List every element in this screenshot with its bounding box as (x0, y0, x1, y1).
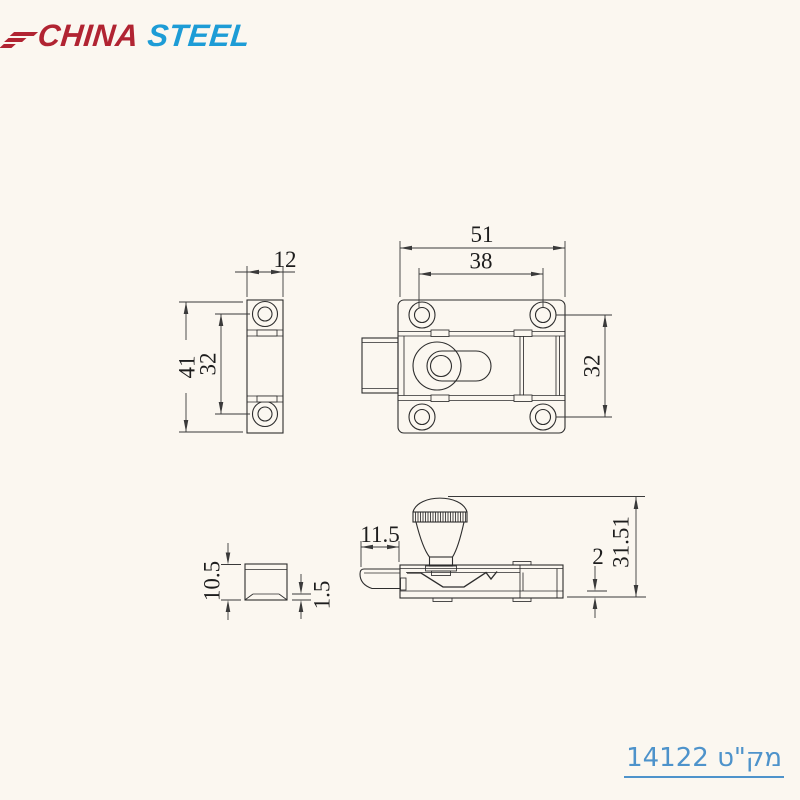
knurling (415, 512, 466, 522)
knob-top-circle (412, 341, 462, 391)
dim-label-bracket-height: 41 (175, 356, 200, 379)
front-view-profile (359, 497, 564, 602)
spring-line (407, 571, 498, 588)
dim-bolt-throw: 11.5 (360, 522, 400, 567)
dim-plate-hole-height: 32 (556, 314, 612, 418)
latch-plate-outline (397, 299, 566, 434)
bolt-nose (359, 568, 400, 590)
dim-profile-lip: 1.5 (292, 574, 335, 619)
dim-label-bracket-width: 12 (274, 247, 297, 272)
end-view (244, 563, 288, 601)
dim-label-plate-hole-height: 32 (580, 355, 605, 378)
dim-bracket-height: 41 (174, 301, 243, 433)
catalog-number: 14122 (626, 743, 709, 773)
dim-base-gap: 2 (587, 544, 607, 618)
dim-label-bracket-hole-spacing: 32 (196, 353, 221, 376)
dim-bracket-width: 12 (235, 247, 297, 297)
dim-label-profile-lip: 1.5 (310, 581, 335, 610)
side-view-bracket (246, 299, 284, 434)
dim-plate-width: 51 (399, 222, 566, 297)
dim-label-plate-width: 51 (471, 222, 494, 247)
dim-profile-height: 10.5 (200, 543, 241, 620)
dim-label-profile-height: 10.5 (200, 561, 225, 601)
catalog-label: מק"ט (717, 743, 782, 773)
slide-slot (426, 350, 492, 382)
dim-label-base-gap: 2 (592, 544, 604, 569)
dim-bracket-hole-spacing: 32 (196, 313, 250, 415)
bolt-protrusion (361, 337, 399, 394)
dim-hole-spacing: 38 (418, 249, 544, 308)
dim-overall-height: 31.51 (448, 496, 646, 598)
top-view (361, 299, 566, 434)
dim-label-bolt-throw: 11.5 (360, 522, 399, 547)
dim-label-hole-spacing: 38 (470, 249, 493, 274)
dim-label-overall-height: 31.51 (609, 516, 634, 568)
knob (412, 497, 468, 576)
catalog-number-link[interactable]: מק"ט 14122 (624, 743, 784, 778)
